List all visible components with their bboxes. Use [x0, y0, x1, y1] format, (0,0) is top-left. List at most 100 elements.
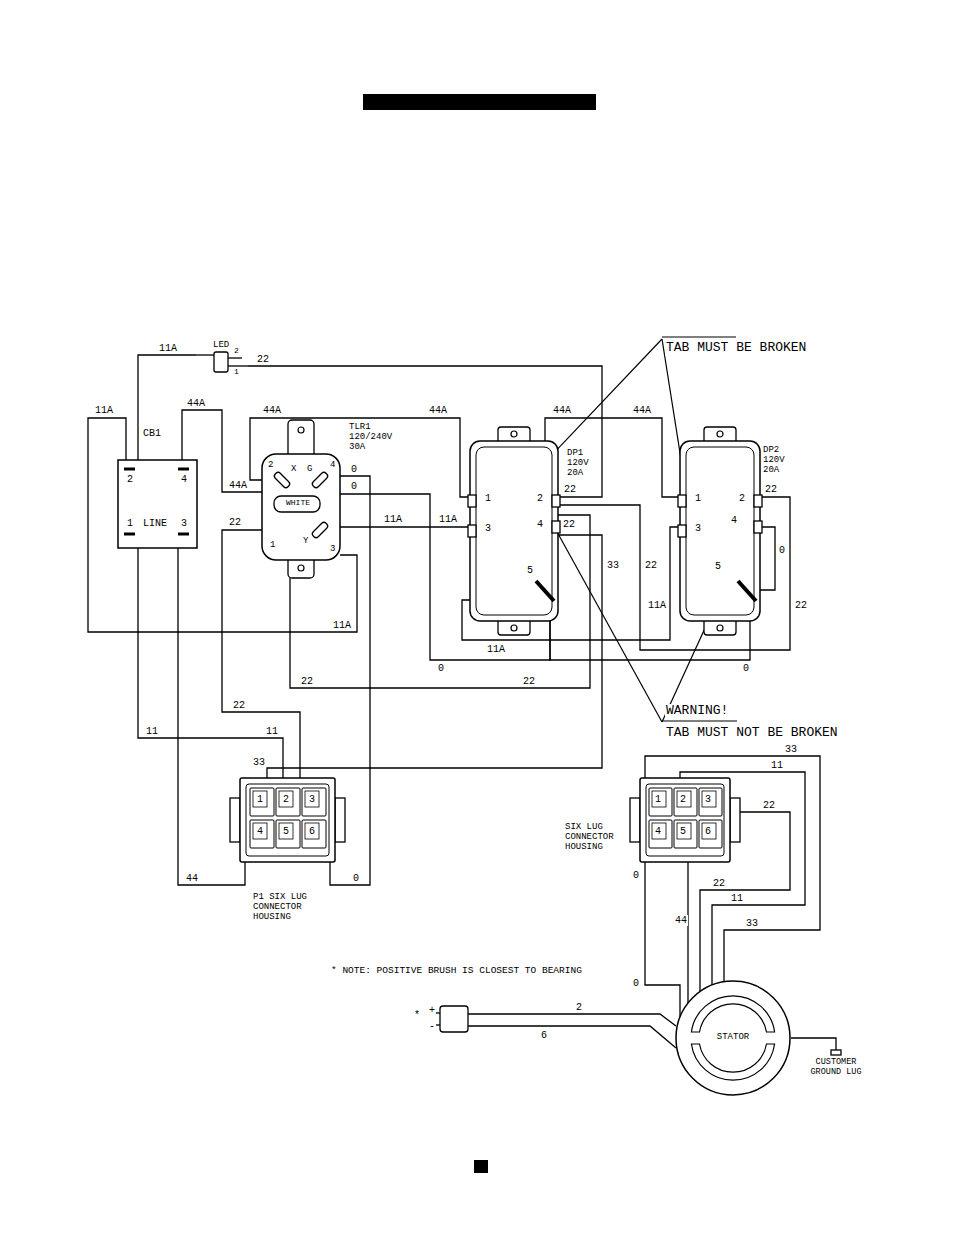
- text-holder: 4: [536, 519, 544, 530]
- text-holder: 22: [300, 676, 314, 687]
- wire-number: *: [413, 1010, 421, 1021]
- pin-number-frame: [253, 791, 267, 807]
- text-holder: 6: [704, 826, 712, 837]
- text-holder: 11A: [486, 644, 506, 655]
- component-label: DP1 120V 20A: [566, 448, 590, 478]
- brush-lead: [468, 1026, 676, 1048]
- terminal-label: 6: [308, 826, 316, 837]
- terminal-label: 1: [233, 368, 240, 377]
- wire-number: 0: [350, 481, 358, 492]
- wire: [700, 812, 790, 992]
- text-holder: 44A: [186, 398, 206, 409]
- node-outline: [230, 778, 345, 862]
- text-holder: 5: [526, 565, 534, 576]
- outline-group: [468, 427, 560, 635]
- text-holder: 11A: [383, 514, 403, 525]
- terminal-screw: [754, 521, 762, 533]
- terminal-label: 1: [694, 493, 702, 504]
- text-holder: 6: [540, 1030, 548, 1041]
- text-holder: LED: [212, 340, 230, 350]
- twist-lock-receptacle: TLR1 120/240V 30A2XG4WHITE1Y3: [262, 420, 340, 578]
- text-holder: 11A: [332, 620, 352, 631]
- text-holder: Y: [302, 536, 309, 546]
- component-label: CB1: [142, 428, 162, 439]
- pin-number-frame: [279, 823, 293, 839]
- receptacle-body: [262, 454, 340, 560]
- text-holder: 0: [437, 663, 445, 674]
- text-holder: 1: [694, 493, 702, 504]
- brush-connector: [440, 1006, 468, 1032]
- terminal-label: 2: [126, 474, 134, 485]
- terminal-label: 4: [654, 826, 662, 837]
- text-holder: 2: [738, 493, 746, 504]
- text-holder: 4: [180, 474, 188, 485]
- wire-number: 11A: [332, 620, 352, 631]
- text-holder: 22: [644, 560, 658, 571]
- wire-number: 0: [632, 978, 640, 989]
- connector-frame: [246, 784, 329, 856]
- terminal-label: 5: [282, 826, 290, 837]
- wire-number: 0: [778, 545, 786, 556]
- wire-number: 44A: [262, 405, 282, 416]
- pin-cavity: [302, 820, 326, 848]
- text-holder: 11A: [647, 600, 667, 611]
- text-holder: TAB MUST NOT BE BROKEN: [665, 726, 839, 741]
- pin-number-frame: [279, 791, 293, 807]
- wire-number: 0: [350, 464, 358, 475]
- wire-number: 0: [352, 873, 360, 884]
- page-number-box: [474, 1160, 488, 1173]
- text-holder: G: [306, 464, 313, 474]
- screw-hole: [511, 625, 517, 631]
- terminal-label: 2: [282, 794, 290, 805]
- text-holder: -: [428, 1021, 436, 1032]
- terminal-label: 3: [308, 794, 316, 805]
- text-holder: 0: [632, 978, 640, 989]
- text-holder: 2: [282, 794, 290, 805]
- pin-cavity: [649, 788, 672, 816]
- text-holder: 22: [228, 517, 242, 528]
- component-label: P1 SIX LUG CONNECTOR HOUSING: [252, 892, 324, 922]
- node-outline: [680, 441, 760, 621]
- wire-number: 0: [632, 870, 640, 881]
- led-prong: [228, 365, 248, 366]
- pin-number-frame: [305, 823, 319, 839]
- text-holder: 44A: [428, 405, 448, 416]
- text-holder: 44A: [262, 405, 282, 416]
- led-prong: [228, 357, 242, 358]
- text-holder: 11A: [94, 405, 114, 416]
- text-holder: 2: [267, 460, 274, 470]
- pin-cavity: [674, 820, 697, 848]
- terminal-label: 3: [180, 518, 188, 529]
- pin-cavity: [302, 788, 326, 816]
- terminal-label: 5: [714, 561, 722, 572]
- stator: STATOR: [675, 980, 791, 1096]
- terminal-label: 3: [484, 523, 492, 534]
- text-holder: 11: [770, 760, 784, 771]
- wire: [178, 548, 245, 885]
- text-holder: WARNING!: [665, 704, 729, 719]
- terminal-label: 4: [256, 826, 264, 837]
- terminal-label: 1: [269, 540, 276, 550]
- text-holder: 4: [329, 460, 336, 470]
- brush-lead: [468, 1014, 676, 1026]
- terminal-label: 2: [233, 347, 240, 356]
- component-label: SIX LUG CONNECTOR HOUSING: [564, 822, 624, 852]
- connector-body: [640, 778, 730, 862]
- ground-terminal: [738, 581, 756, 601]
- text-holder: 22: [256, 354, 270, 365]
- stator-ring: [676, 981, 790, 1095]
- breaker-housing: [118, 460, 197, 548]
- text-holder: 2: [126, 474, 134, 485]
- wire-number: 44: [185, 873, 199, 884]
- outline-group: [262, 420, 340, 578]
- stator-winding: [691, 1044, 774, 1080]
- wire-number: 22: [563, 484, 577, 495]
- text-holder: 5: [282, 826, 290, 837]
- component-label: DP2 120V 20A: [762, 445, 786, 475]
- text-holder: 5: [714, 561, 722, 572]
- wire-number: 6: [540, 1030, 548, 1041]
- warning-text: WARNING!: [665, 704, 729, 719]
- text-holder: DP1 120V 20A: [566, 448, 590, 478]
- wire-number: 33: [606, 560, 620, 571]
- led-indicator: LED2 1: [196, 340, 248, 380]
